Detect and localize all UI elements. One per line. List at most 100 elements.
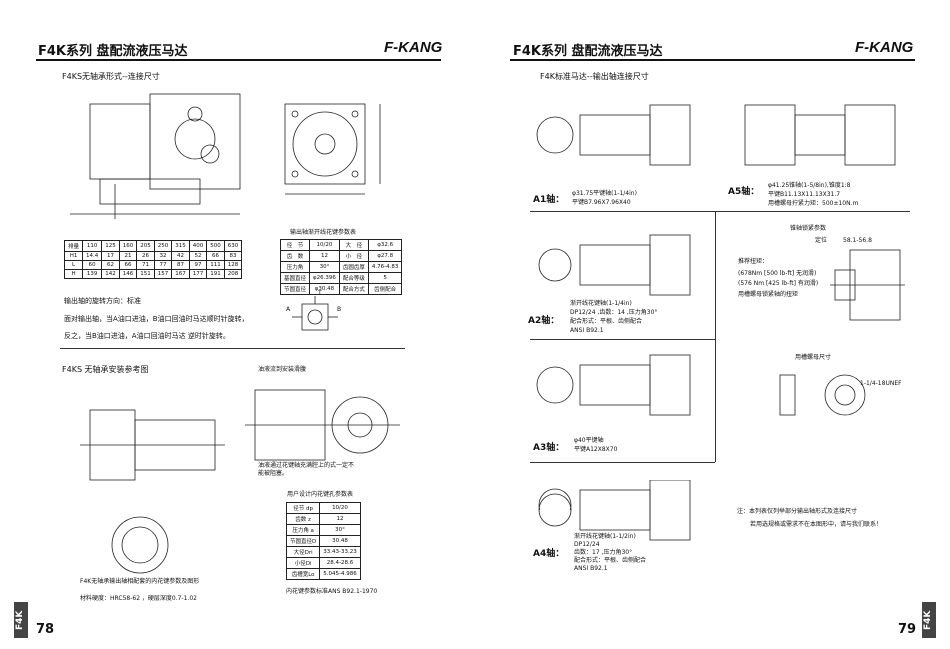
table-cell: 齿槽宽Lo (285, 568, 321, 580)
table-cell: 径节 dp (285, 502, 321, 514)
table-cell: 191 (206, 269, 225, 279)
table-cell: 205 (136, 240, 155, 252)
table-cell: 12 (309, 250, 340, 262)
a2-shaft-label: A2轴： (528, 316, 560, 326)
table-cell: 30° (319, 524, 361, 536)
table-cell: φ27.8 (367, 250, 403, 262)
table-cell: 66 (118, 260, 138, 270)
table-cell: 4.76-4.83 (367, 261, 403, 273)
table-cell: 142 (101, 269, 120, 279)
table-cell: 压力角 (279, 261, 311, 273)
thread-title: 用槽螺母尺寸 (795, 354, 832, 361)
table-cell: 齿侧配合 (367, 283, 403, 295)
table-cell: φ26.396 (309, 272, 340, 284)
a5-shaft-spec-1: φ41.25锥轴(1-5/8in),锥度1:8 (768, 182, 851, 189)
thread-spec: 1-1/4-18UNEF (860, 380, 902, 387)
table-cell: 151 (136, 269, 155, 279)
port-a-label: A (286, 306, 291, 313)
table-cell: 大径Dri (285, 546, 321, 558)
a1-shaft-label: A1轴： (533, 195, 565, 205)
a5-shaft-drawing (744, 104, 896, 166)
table-cell: 146 (118, 269, 138, 279)
table-cell: 5.045-4.986 (319, 568, 361, 580)
a1-shaft-spec-1: φ31.75平键轴(1-1/4in) (572, 190, 637, 197)
nut-section-drawing (830, 249, 905, 321)
a2-shaft-spec-3: 配合形式：平根、齿侧配合 (570, 318, 643, 325)
a4-shaft-spec-2: DP12/24 (574, 541, 600, 548)
table-cell: 250 (153, 240, 173, 252)
a2-shaft-spec-2: DP12/24 ,齿数：14 ,压力角30° (570, 309, 658, 316)
table-cell: φ30.48 (309, 283, 340, 295)
table-cell: 30° (309, 261, 340, 273)
bottom-line-1: F4K无轴承输出轴相配套的内花键参数及图形 (80, 578, 200, 585)
table-cell: 节圆直径 (279, 283, 311, 295)
table-cell: 12 (319, 513, 361, 525)
nut-line-3: (576 Nm [425 lb-ft] 有润滑) (738, 280, 819, 287)
table-cell: 83 (223, 251, 243, 261)
table-cell: 160 (118, 240, 138, 252)
table-cell: 167 (171, 269, 190, 279)
hydraulic-motor-symbol (292, 296, 338, 331)
table-cell: 5 (367, 272, 403, 284)
port-t-label: T (318, 290, 322, 297)
table-cell: 排量 (63, 240, 84, 252)
a4-shaft-spec-1: 渐开线花键轴(1-1/2in) (574, 533, 636, 540)
a3-shaft-spec-1: φ40平键轴 (574, 437, 604, 444)
table-cell: 157 (153, 269, 173, 279)
table-cell: 小径Di (285, 557, 321, 569)
table-cell: 62 (101, 260, 120, 270)
nut-line-2: (678Nm [500 lb-ft] 无润滑) (738, 270, 817, 277)
motor-connection-drawing (70, 93, 381, 219)
right-divider-1 (530, 211, 910, 212)
table-cell: 配合等级 (338, 272, 369, 284)
left-divider (60, 348, 405, 349)
table-cell: 139 (82, 269, 103, 279)
table-cell: 30.48 (319, 535, 361, 547)
table-cell: 208 (223, 269, 243, 279)
table-cell: 32 (153, 251, 173, 261)
a4-shaft-spec-3: 齿数：17 ,压力角30° (574, 549, 633, 556)
a5-shaft-label: A5轴： (728, 187, 760, 197)
table-cell: 10/20 (309, 239, 340, 251)
table-cell: 14.4 (82, 251, 103, 261)
a4-shaft-spec-4: 配合形式：平根、齿侧配合 (574, 557, 647, 564)
a4-shaft-spec-5: ANSI B92.1 (574, 565, 608, 572)
shaft-drawings (536, 104, 691, 510)
table-cell: 28.4-28.6 (319, 557, 361, 569)
table-cell: 压力角 a (285, 524, 321, 536)
right-divider-2 (530, 339, 715, 340)
table-cell: 177 (188, 269, 208, 279)
note-line-1: 注：本列表仅列举部分输出轴形式及连接尺寸 (737, 508, 858, 515)
table-cell: 400 (188, 240, 208, 252)
right-brand-logo: F-KANG (855, 39, 914, 56)
a1-shaft-spec-2: 平键B7.96X7.96X40 (572, 199, 631, 206)
table-cell: 630 (223, 240, 243, 252)
rotation-line-1: 面对输出轴，当A油口进油，B油口回油时马达顺时针旋转， (64, 315, 249, 323)
left-brand-logo: F-KANG (384, 39, 443, 56)
table-cell: H (63, 269, 84, 279)
right-column-divider (715, 212, 716, 462)
table-cell: 77 (153, 260, 173, 270)
table-cell: 315 (171, 240, 190, 252)
table-cell: 小 径 (338, 250, 369, 262)
a4-shaft-label: A4轴： (533, 549, 565, 559)
table-cell: 110 (82, 240, 103, 252)
table-cell: 97 (188, 260, 208, 270)
nut-dimension: 58.1-56.8 (843, 237, 872, 244)
table-cell: 21 (118, 251, 138, 261)
right-page-number: 79 (898, 622, 917, 637)
table-cell: 111 (206, 260, 225, 270)
slotted-nut-drawing (779, 374, 866, 416)
table-cell: 52 (188, 251, 208, 261)
left-header-rule (36, 59, 441, 61)
a5-shaft-spec-3: 用槽螺母拧紧力矩：500±10N.m (768, 200, 859, 207)
install-note-2: 油液通过花键轴充满腔上的式一定不能被阻塞。 (258, 462, 355, 478)
table-cell: 42 (171, 251, 190, 261)
table-cell: 基圆直径 (279, 272, 311, 284)
rotation-line-2: 反之，当B油口进油，A油口回油时马达 逆时针旋转。 (64, 332, 230, 340)
right-divider-3 (530, 462, 715, 463)
nut-tag: 定位 (815, 237, 828, 244)
